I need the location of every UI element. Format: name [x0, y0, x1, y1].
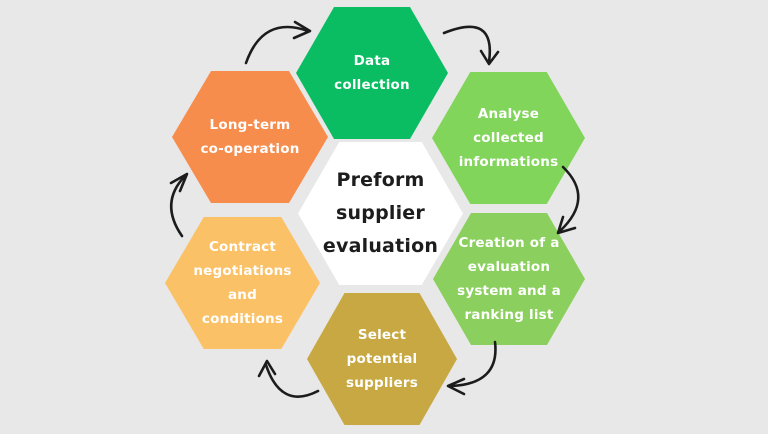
curved-arrow-creation-to-select-head-icon: [446, 377, 466, 396]
hex-data-collection-label: Data collection: [334, 52, 410, 93]
hex-creation-evaluation-system: Creation of a evaluation system and a ra…: [433, 213, 585, 345]
curved-arrow-data-to-analyse-icon: [442, 25, 492, 64]
curved-arrow-select-to-contract-head-icon: [257, 359, 277, 378]
hex-analyse-label: Analyse collected informations: [458, 105, 559, 170]
hex-creation-label: Creation of a evaluation system and a ra…: [457, 234, 561, 324]
hex-contract-negotiations: Contract negotiations and conditions: [165, 217, 320, 349]
curved-arrow-select-to-contract-icon: [264, 363, 320, 398]
curved-arrow-data-to-analyse-head-icon: [479, 49, 500, 66]
curved-arrow-longterm-to-data-icon: [244, 25, 310, 65]
curved-arrow-creation-to-select-icon: [449, 340, 497, 388]
curved-arrow-contract-to-longterm-head-icon: [169, 172, 189, 193]
curved-arrow-analyse-to-creation-head-icon: [556, 215, 577, 235]
diagram-title: Preform supplier evaluation: [322, 169, 439, 257]
curved-arrow-contract-to-longterm-icon: [169, 174, 187, 238]
hex-data-collection: Data collection: [296, 7, 448, 139]
hex-select-label: Select potential suppliers: [346, 326, 418, 391]
hex-select-potential-suppliers: Select potential suppliers: [307, 293, 457, 425]
hex-center-title: Preform supplier evaluation: [298, 142, 463, 285]
hex-analyse-collected-informations: Analyse collected informations: [432, 72, 585, 204]
hex-long-term-cooperation: Long-term co-operation: [172, 71, 328, 203]
hex-longterm-label: Long-term co-operation: [200, 116, 300, 157]
curved-arrow-analyse-to-creation-icon: [558, 165, 580, 233]
curved-arrow-longterm-to-data-head-icon: [292, 20, 312, 40]
hex-contract-label: Contract negotiations and conditions: [193, 238, 292, 328]
